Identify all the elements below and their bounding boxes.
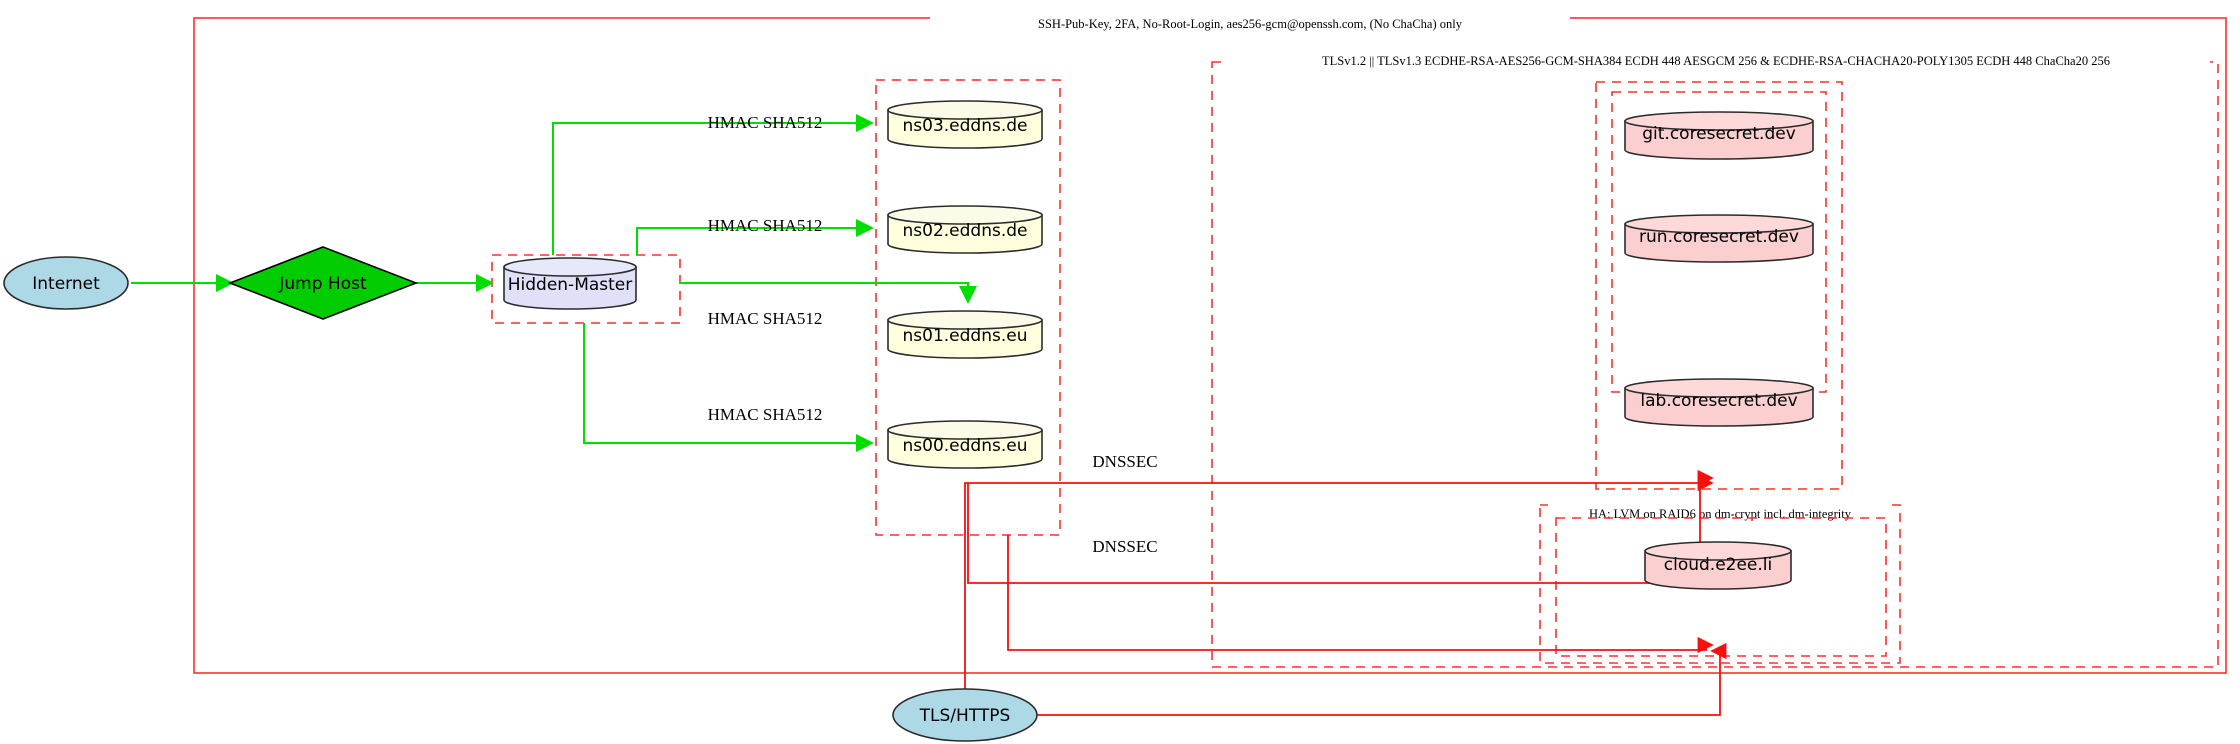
ssh-policy-label: SSH-Pub-Key, 2FA, No-Root-Login, aes256-… bbox=[1038, 17, 1463, 31]
edge-hiddenmaster-to-ns01 bbox=[680, 282, 977, 304]
node-run-coresecret-label: run.coresecret.dev bbox=[1639, 227, 1799, 247]
node-hidden-master[interactable] bbox=[503, 257, 637, 310]
node-git-coresecret[interactable] bbox=[1624, 111, 1814, 160]
node-internet-label: Internet bbox=[32, 274, 100, 294]
node-run-coresecret[interactable] bbox=[1624, 214, 1814, 263]
node-ns03-label: ns03.eddns.de bbox=[903, 116, 1028, 136]
edge-hiddenmaster-to-ns00 bbox=[583, 323, 874, 452]
tls-policy-label: TLSv1.2 || TLSv1.3 ECDHE-RSA-AES256-GCM-… bbox=[1322, 54, 2110, 68]
node-cloud-e2ee-label: cloud.e2ee.li bbox=[1664, 555, 1772, 575]
edge-label-dnssec-upper: DNSSEC bbox=[1092, 452, 1157, 471]
edge-dnssec-lower bbox=[1007, 535, 1714, 654]
coresecret-outer-cluster bbox=[1595, 81, 1843, 490]
node-ns03[interactable] bbox=[887, 100, 1043, 149]
edge-label-dnssec-lower: DNSSEC bbox=[1092, 537, 1157, 556]
node-lab-coresecret[interactable] bbox=[1624, 378, 1814, 427]
node-tls-https[interactable] bbox=[892, 688, 1038, 742]
node-jump-host[interactable] bbox=[227, 246, 419, 320]
edge-tlshttps-to-cloud bbox=[1035, 642, 1727, 716]
edge-hiddenmaster-to-ns03 bbox=[552, 114, 874, 255]
node-ns01-label: ns01.eddns.eu bbox=[903, 326, 1028, 346]
edge-label-hmac-ns03: HMAC SHA512 bbox=[708, 113, 823, 132]
edge-label-hmac-ns02: HMAC SHA512 bbox=[708, 216, 823, 235]
node-git-coresecret-label: git.coresecret.dev bbox=[1642, 124, 1796, 144]
node-internet[interactable] bbox=[3, 256, 129, 310]
node-hidden-master-label: Hidden-Master bbox=[508, 275, 633, 295]
edge-hiddenmaster-to-ns02 bbox=[636, 219, 874, 255]
node-ns02-label: ns02.eddns.de bbox=[903, 221, 1028, 241]
node-tls-https-label: TLS/HTTPS bbox=[919, 706, 1011, 726]
node-ns00[interactable] bbox=[887, 420, 1043, 469]
edge-tlshttps-to-coresecret bbox=[964, 469, 1714, 690]
node-ns02[interactable] bbox=[887, 205, 1043, 254]
edge-label-hmac-ns01: HMAC SHA512 bbox=[708, 309, 823, 328]
edge-label-hmac-ns00: HMAC SHA512 bbox=[708, 405, 823, 424]
ssh-policy-cluster bbox=[193, 17, 2227, 674]
node-ns01[interactable] bbox=[887, 310, 1043, 359]
node-ns00-label: ns00.eddns.eu bbox=[903, 436, 1028, 456]
node-jump-host-label: Jump Host bbox=[278, 274, 367, 294]
node-cloud-e2ee[interactable] bbox=[1644, 541, 1792, 590]
node-lab-coresecret-label: lab.coresecret.dev bbox=[1640, 391, 1797, 411]
